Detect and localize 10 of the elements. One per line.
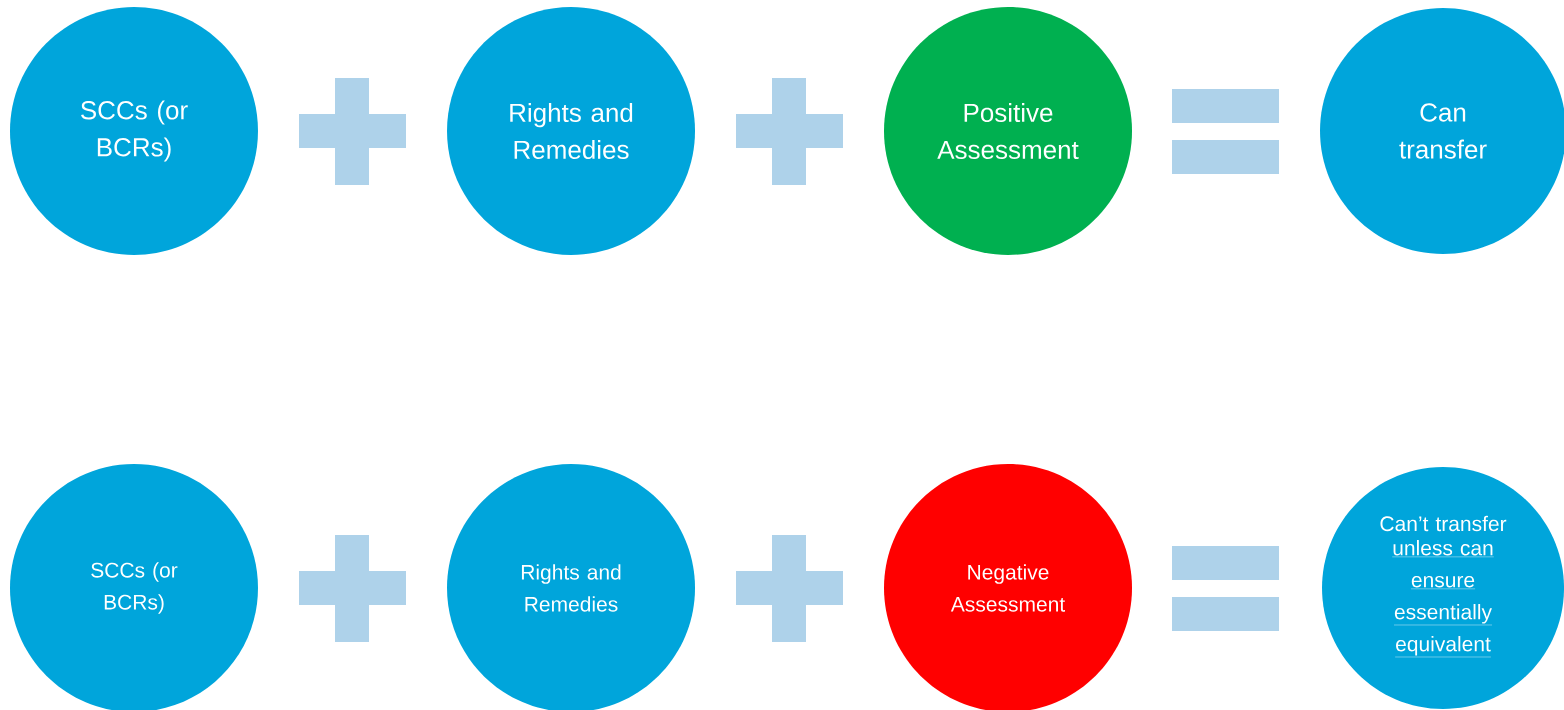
plus-sign <box>736 535 843 642</box>
equals-sign <box>1172 89 1279 174</box>
equals-sign <box>1172 546 1279 631</box>
plus-sign <box>299 78 406 185</box>
circle-node: Rights and Remedies <box>447 7 695 255</box>
circle-node: Can’t transfer unless can ensure essentially equivalent <box>1322 467 1564 709</box>
plus-sign <box>299 535 406 642</box>
circle-node: SCCs (or BCRs) <box>10 7 258 255</box>
circle-node: Positive Assessment <box>884 7 1132 255</box>
plus-sign <box>736 78 843 185</box>
